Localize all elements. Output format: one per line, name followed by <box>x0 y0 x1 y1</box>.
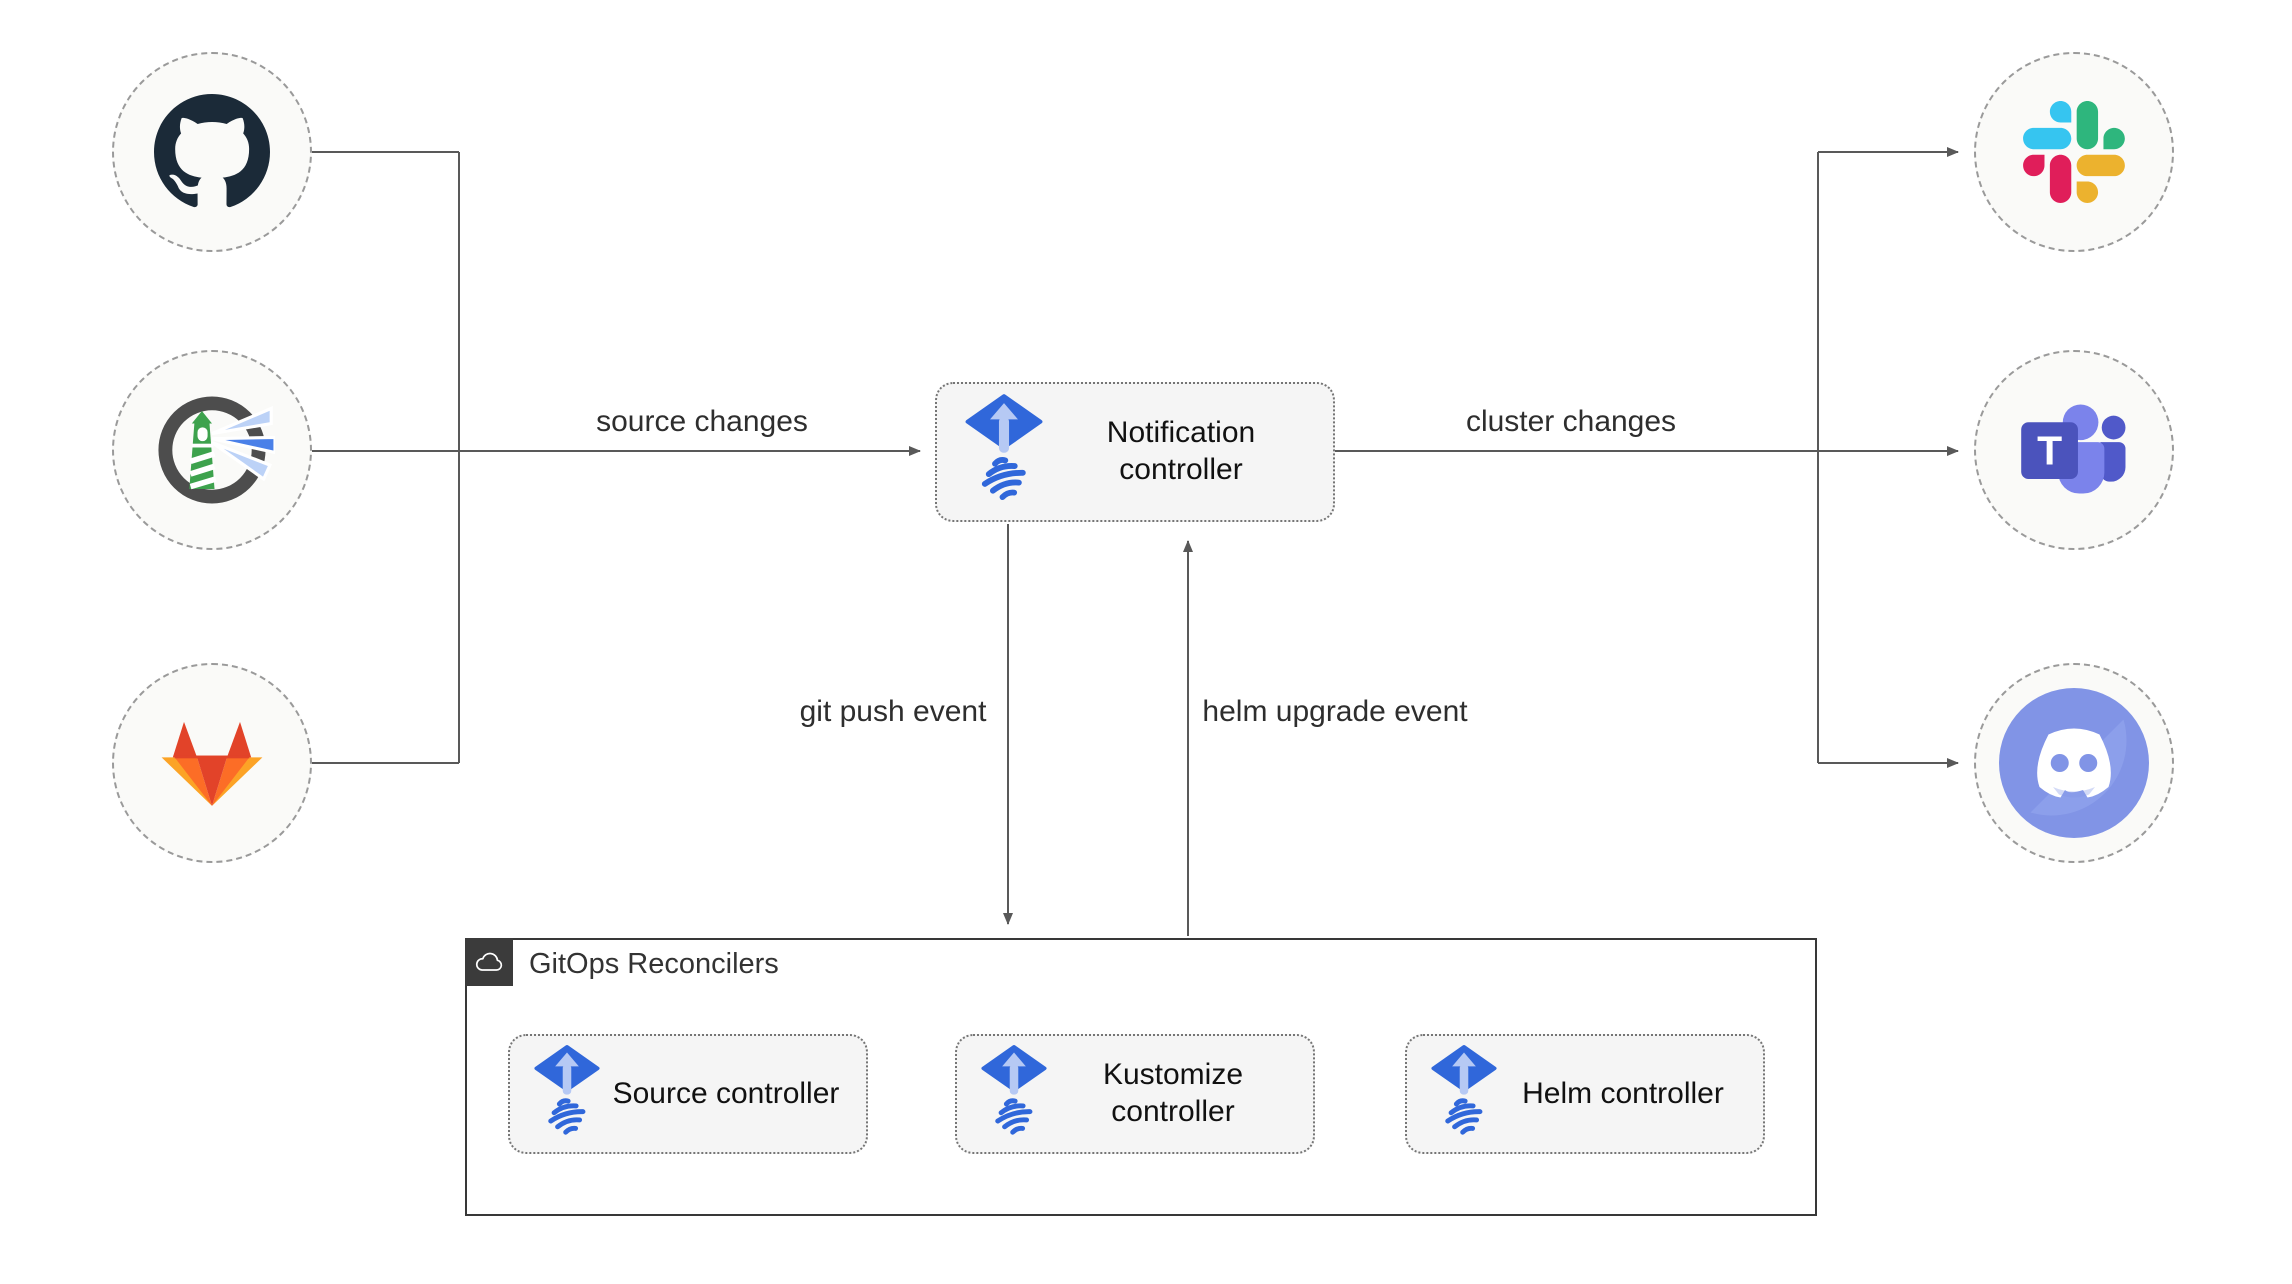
flux-icon <box>1431 1044 1497 1144</box>
label-helm-upgrade-event: helm upgrade event <box>1202 695 1468 728</box>
node-helm-controller: Helm controller <box>1405 1034 1765 1154</box>
kustomize-controller-label: Kustomize controller <box>1102 1058 1244 1128</box>
left-bus-line <box>312 151 460 764</box>
source-controller-label: Source controller <box>612 1076 840 1110</box>
teams-icon: T <box>2021 404 2126 494</box>
node-kustomize-controller: Kustomize controller <box>955 1034 1315 1154</box>
slack-icon <box>2023 101 2125 203</box>
label-cluster-changes: cluster changes <box>1465 405 1677 438</box>
notification-controller-label: Notification controller <box>1106 416 1256 486</box>
node-teams: T <box>1974 350 2174 550</box>
flux-icon <box>981 1044 1047 1144</box>
node-notification-controller: Notification controller <box>935 382 1335 522</box>
gitops-reconcilers-title: GitOps Reconcilers <box>529 948 779 980</box>
node-gitlab <box>112 663 312 863</box>
flux-icon <box>965 393 1043 511</box>
node-source-controller: Source controller <box>508 1034 868 1154</box>
cloud-icon <box>465 938 513 986</box>
node-discord <box>1974 663 2174 863</box>
flux-icon <box>534 1044 600 1144</box>
gitlab-icon <box>161 721 263 806</box>
discord-icon <box>1999 688 2149 838</box>
svg-text:T: T <box>2037 428 2062 474</box>
helm-controller-label: Helm controller <box>1522 1076 1724 1110</box>
harbor-icon <box>158 396 275 504</box>
label-source-changes: source changes <box>596 405 808 438</box>
node-github <box>112 52 312 252</box>
gitops-reconcilers-container: GitOps Reconcilers Source controller Kus… <box>465 938 1817 1216</box>
node-slack <box>1974 52 2174 252</box>
label-git-push-event: git push event <box>799 695 987 728</box>
node-harbor <box>112 350 312 550</box>
github-icon <box>154 94 270 208</box>
